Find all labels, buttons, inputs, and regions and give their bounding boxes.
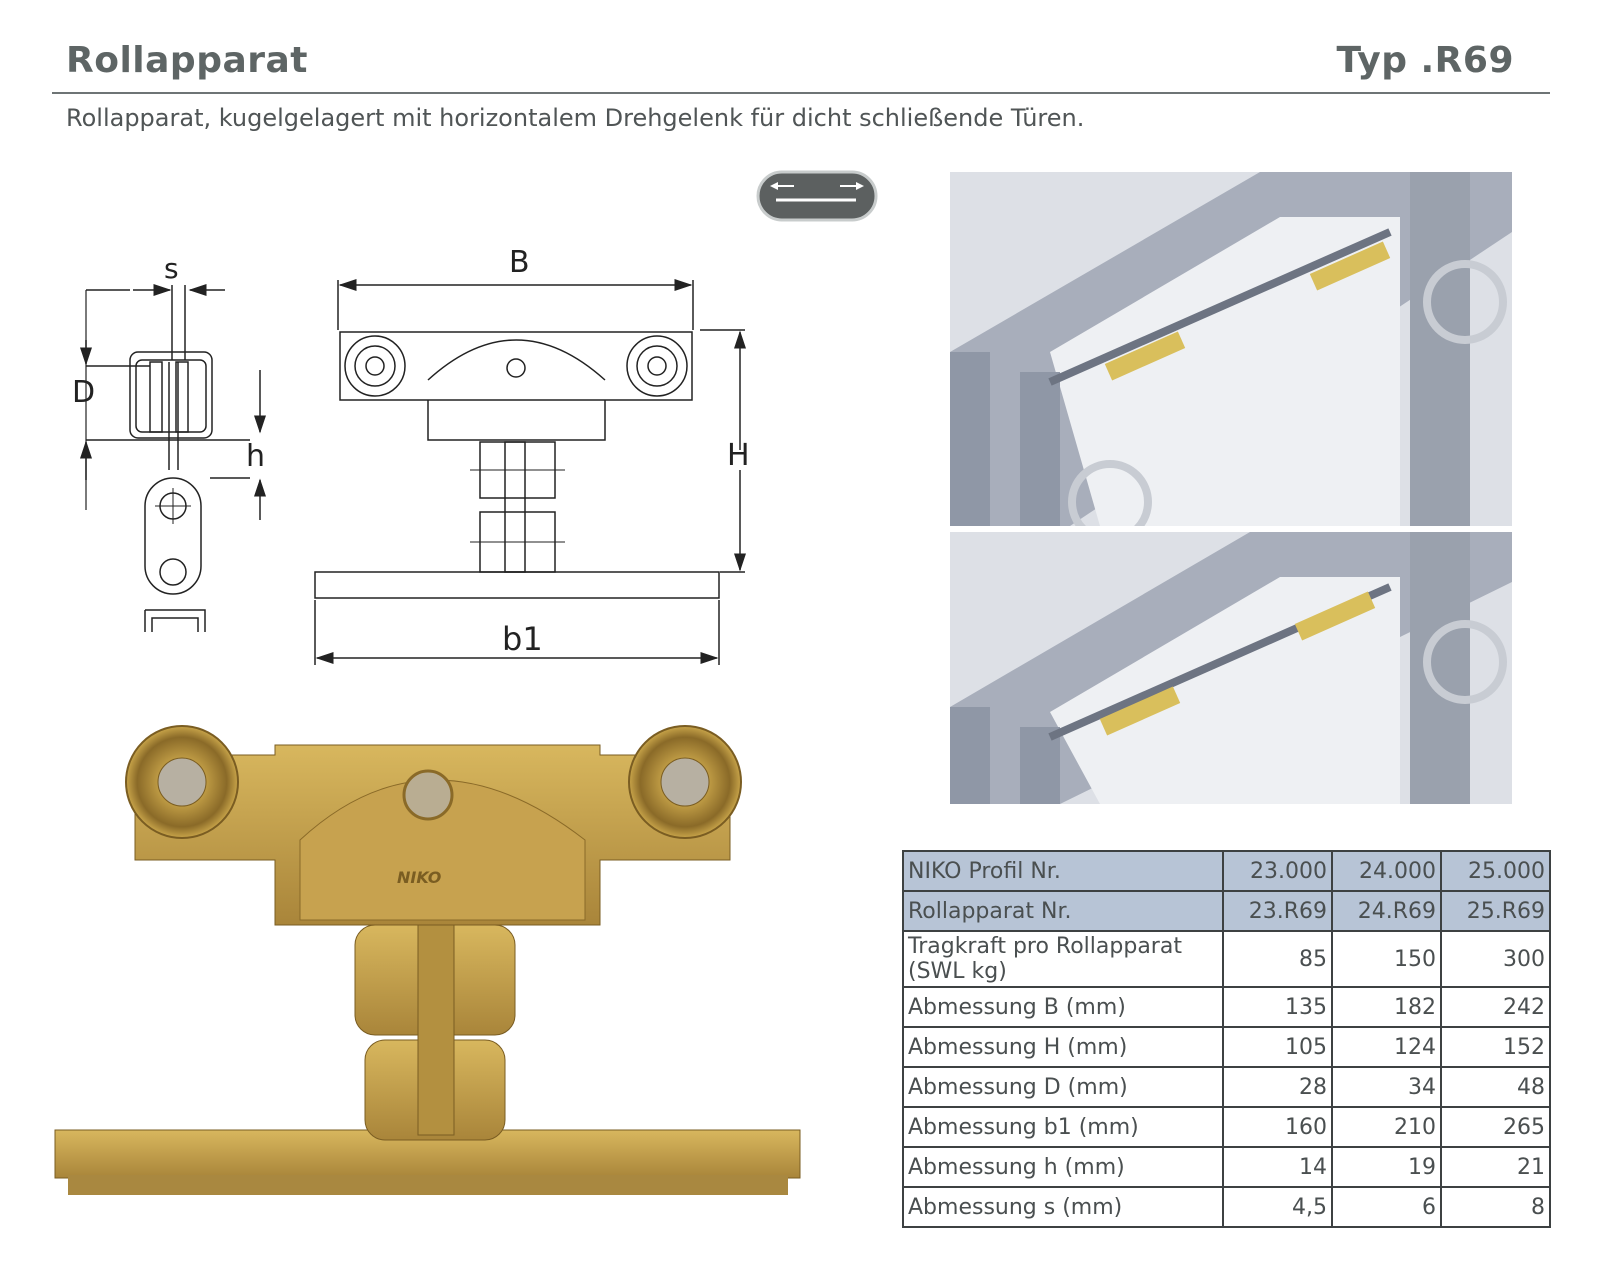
row-value: 150 (1331, 930, 1442, 988)
row-value: 4,5 (1222, 1186, 1334, 1228)
row-value: 6 (1331, 1186, 1442, 1228)
row-value: 182 (1331, 986, 1442, 1028)
row-label: Abmessung D (mm) (901, 1066, 1225, 1108)
row-value: 21 (1439, 1146, 1552, 1188)
row-value: 152 (1439, 1026, 1552, 1068)
row-value: 105 (1222, 1026, 1334, 1068)
row-value: 8 (1439, 1186, 1552, 1228)
row-value: 25.000 (1439, 850, 1552, 892)
row-label: Abmessung h (mm) (901, 1146, 1225, 1188)
row-label: Abmessung H (mm) (901, 1026, 1225, 1068)
label-D: D (72, 375, 95, 410)
type-label: Typ .R69 (1336, 40, 1514, 81)
row-label: Abmessung B (mm) (901, 986, 1225, 1028)
row-value: 242 (1439, 986, 1552, 1028)
row-value: 124 (1331, 1026, 1442, 1068)
row-value: 34 (1331, 1066, 1442, 1108)
row-label: Abmessung b1 (mm) (901, 1106, 1225, 1148)
row-value: 160 (1222, 1106, 1334, 1148)
row-label: Rollapparat Nr. (901, 890, 1225, 932)
label-b1: b1 (502, 620, 543, 658)
page-title: Rollapparat (66, 40, 309, 81)
row-value: 24.R69 (1331, 890, 1442, 932)
door-illustration-closed (950, 172, 1512, 526)
row-value: 210 (1331, 1106, 1442, 1148)
row-label: NIKO Profil Nr. (901, 850, 1225, 892)
row-value: 28 (1222, 1066, 1334, 1108)
row-value: 265 (1439, 1106, 1552, 1148)
niko-stamp: NIKO (397, 868, 442, 887)
row-value: 85 (1222, 930, 1334, 988)
label-h: h (246, 439, 265, 474)
row-value: 23.000 (1222, 850, 1334, 892)
row-value: 48 (1439, 1066, 1552, 1108)
row-value: 23.R69 (1222, 890, 1334, 932)
row-value: 24.000 (1331, 850, 1442, 892)
row-value: 300 (1439, 930, 1552, 988)
page-subtitle: Rollapparat, kugelgelagert mit horizonta… (66, 104, 1085, 132)
header-divider (52, 92, 1550, 94)
label-s: s (164, 252, 179, 285)
row-label: Tragkraft pro Rollapparat (SWL kg) (901, 930, 1225, 988)
row-label: Abmessung s (mm) (901, 1186, 1225, 1228)
door-illustration-open (950, 532, 1512, 804)
label-H: H (727, 438, 750, 473)
row-value: 25.R69 (1439, 890, 1552, 932)
product-photo: NIKO (54, 725, 801, 1195)
label-B: B (509, 245, 530, 280)
row-value: 135 (1222, 986, 1334, 1028)
sliding-direction-icon (756, 170, 878, 222)
row-value: 19 (1331, 1146, 1442, 1188)
row-value: 14 (1222, 1146, 1334, 1188)
technical-drawing: s D h B H b1 (72, 245, 750, 665)
